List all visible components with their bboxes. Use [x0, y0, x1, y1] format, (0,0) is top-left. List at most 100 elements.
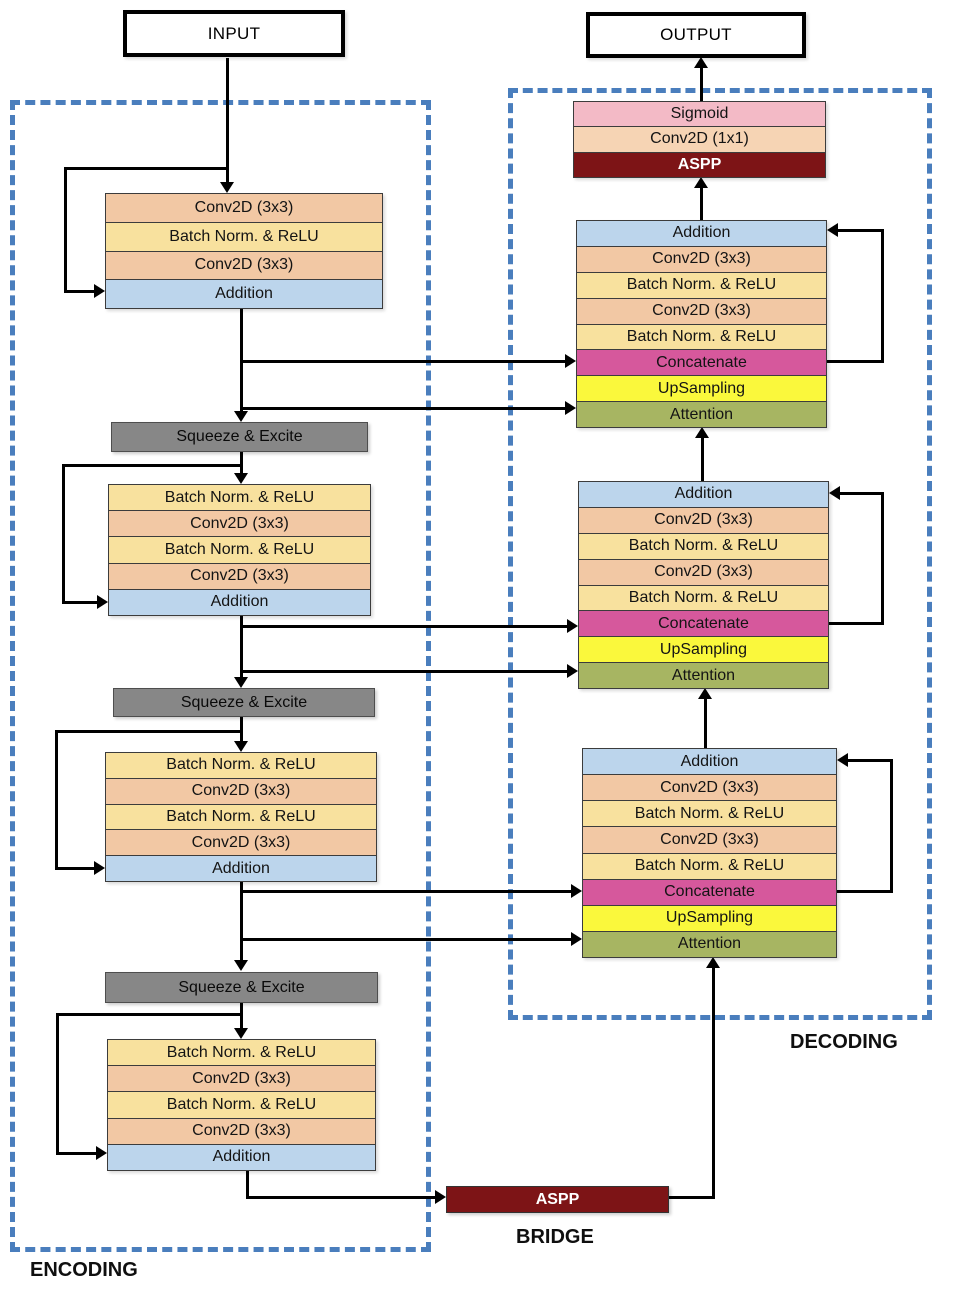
squeeze-excite-block-1: Squeeze & Excite: [111, 422, 368, 452]
arrowhead-down: [234, 741, 248, 752]
line-segment: [64, 290, 95, 293]
decoding-region-border: [508, 88, 932, 1020]
line-segment: [240, 717, 243, 742]
layer-row-conv: Conv2D (3x3): [583, 826, 836, 853]
layer-row-bn: Batch Norm. & ReLU: [577, 271, 826, 298]
arrowhead-up: [706, 957, 720, 968]
layer-row-conv: Conv2D (3x3): [583, 774, 836, 801]
squeeze-excite-block-2: Squeeze & Excite: [113, 688, 375, 717]
line-segment: [700, 67, 703, 101]
arrowhead-left: [837, 753, 848, 767]
layer-row-conv1x1: Conv2D (1x1): [574, 126, 825, 152]
line-segment: [240, 1003, 243, 1029]
layer-row-add: Addition: [577, 221, 826, 246]
line-segment: [704, 698, 707, 748]
line-segment: [240, 616, 243, 678]
line-segment: [240, 625, 568, 628]
line-segment: [56, 1152, 97, 1155]
layer-row-add: Addition: [583, 749, 836, 775]
layer-row-conv: Conv2D (3x3): [577, 245, 826, 272]
line-segment: [827, 360, 884, 363]
layer-row-concat: Concatenate: [583, 878, 836, 905]
arrowhead-right: [571, 932, 582, 946]
arrowhead-right: [567, 619, 578, 633]
layer-row-bn: Batch Norm. & ReLU: [583, 852, 836, 879]
line-segment: [226, 58, 229, 184]
arrowhead-down: [220, 182, 234, 193]
line-segment: [64, 167, 229, 170]
arrowhead-right: [567, 664, 578, 678]
input-label: INPUT: [207, 23, 261, 43]
layer-row-conv: Conv2D (3x3): [579, 506, 828, 533]
encoding-region-label: ENCODING: [30, 1259, 138, 1281]
layer-row-conv: Conv2D (3x3): [106, 829, 376, 856]
arrowhead-left: [829, 486, 840, 500]
arrowhead-right: [565, 401, 576, 415]
layer-row-add: Addition: [109, 588, 370, 616]
arrowhead-right: [435, 1190, 446, 1204]
line-segment: [829, 622, 884, 625]
layer-row-add: Addition: [579, 482, 828, 507]
arrowhead-right: [571, 884, 582, 898]
arrowhead-right: [94, 861, 105, 875]
line-segment: [56, 1013, 243, 1016]
layer-row-bn: Batch Norm. & ReLU: [108, 1091, 375, 1118]
layer-row-attn: Attention: [577, 401, 826, 427]
layer-row-concat: Concatenate: [577, 349, 826, 376]
line-segment: [839, 492, 884, 495]
arrowhead-right: [97, 595, 108, 609]
line-segment: [64, 167, 67, 293]
layer-row-sigmoid: Sigmoid: [574, 102, 825, 127]
line-segment: [240, 882, 243, 961]
arrowhead-down: [234, 677, 248, 688]
layer-row-attn: Attention: [583, 930, 836, 957]
line-segment: [881, 229, 884, 363]
line-segment: [837, 229, 884, 232]
arrowhead-up: [695, 427, 709, 438]
line-segment: [240, 452, 243, 474]
line-segment: [881, 492, 884, 625]
arrowhead-down: [234, 473, 248, 484]
line-segment: [240, 360, 566, 363]
layer-row-up: UpSampling: [579, 636, 828, 663]
arrowhead-right: [565, 354, 576, 368]
line-segment: [848, 759, 893, 762]
layer-row-conv: Conv2D (3x3): [109, 562, 370, 589]
line-segment: [62, 464, 243, 467]
line-segment: [240, 938, 572, 941]
layer-row-conv: Conv2D (3x3): [106, 194, 382, 222]
line-segment: [701, 437, 704, 481]
layer-row-bn: Batch Norm. & ReLU: [579, 532, 828, 559]
line-segment: [55, 867, 95, 870]
arrowhead-right: [96, 1146, 107, 1160]
input-node: INPUT: [123, 10, 345, 57]
squeeze-excite-label: Squeeze & Excite: [176, 428, 303, 445]
layer-row-conv: Conv2D (3x3): [108, 1065, 375, 1092]
line-segment: [890, 759, 893, 893]
arrowhead-down: [234, 1028, 248, 1039]
layer-row-concat: Concatenate: [579, 610, 828, 637]
line-segment: [240, 890, 572, 893]
layer-row-conv: Conv2D (3x3): [106, 250, 382, 280]
squeeze-excite-label: Squeeze & Excite: [180, 693, 308, 711]
layer-row-up: UpSampling: [583, 904, 836, 931]
bridge-aspp-label: ASPP: [535, 1190, 580, 1208]
squeeze-excite-block-3: Squeeze & Excite: [105, 972, 378, 1003]
line-segment: [56, 1013, 59, 1155]
arrowhead-up: [694, 57, 708, 68]
line-segment: [700, 187, 703, 220]
layer-row-bn: Batch Norm. & ReLU: [109, 485, 370, 511]
layer-row-conv: Conv2D (3x3): [108, 1117, 375, 1144]
layer-row-add: Addition: [108, 1143, 375, 1171]
layer-row-bn: Batch Norm. & ReLU: [108, 1040, 375, 1066]
line-segment: [246, 1171, 249, 1199]
layer-row-add: Addition: [106, 855, 376, 881]
encoding-region-border: [10, 100, 431, 1252]
layer-row-conv: Conv2D (3x3): [106, 777, 376, 804]
arrowhead-down: [234, 411, 248, 422]
